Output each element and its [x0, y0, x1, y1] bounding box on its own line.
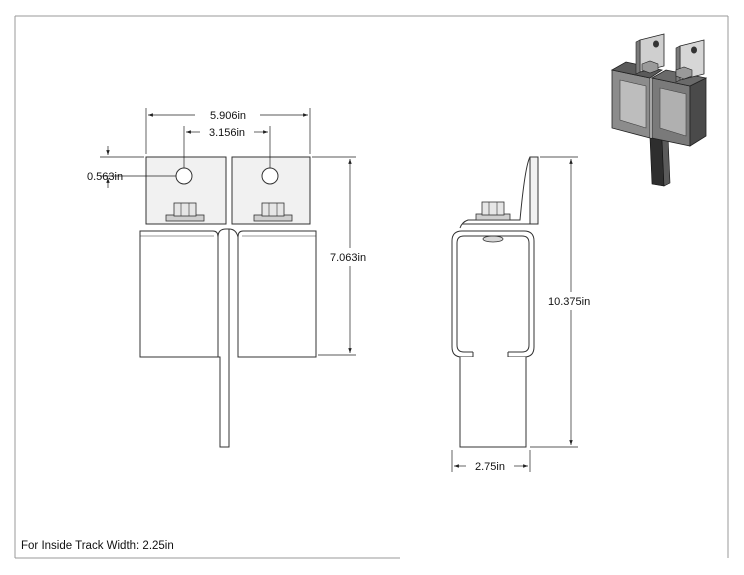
- side-c-track: [451, 230, 535, 358]
- side-angle-plate: [529, 156, 539, 225]
- dimension-hole-offset: 0.563in: [87, 146, 176, 188]
- center-spacing-label: 3.156in: [209, 127, 245, 139]
- side-nut: [475, 201, 511, 221]
- left-mount-hole: [175, 167, 193, 185]
- right-track-body: [237, 230, 317, 358]
- front-height-label: 7.063in: [330, 252, 366, 264]
- isometric-render: [610, 33, 708, 187]
- dimension-side-width: 2.75in: [451, 450, 531, 473]
- left-track-body: [139, 230, 219, 358]
- dimension-front-height: 7.063in: [312, 156, 366, 356]
- dimension-overall-width: 5.906in: [145, 108, 311, 154]
- side-width-label: 2.75in: [475, 461, 505, 473]
- front-view: [139, 156, 317, 448]
- side-hanger-bar: [459, 357, 527, 448]
- side-view: [451, 156, 539, 448]
- dimension-center-spacing: 3.156in: [183, 126, 271, 168]
- sheet-border: [14, 15, 729, 559]
- right-nut: [253, 202, 293, 222]
- dimension-side-height: 10.375in: [530, 156, 590, 448]
- center-stem: [217, 228, 230, 448]
- overall-width-label: 5.906in: [210, 110, 246, 122]
- inside-track-width-note: For Inside Track Width: 2.25in: [21, 540, 174, 552]
- side-height-label: 10.375in: [548, 296, 590, 308]
- right-mount-hole: [261, 167, 279, 185]
- left-nut: [165, 202, 205, 222]
- hole-offset-label: 0.563in: [87, 171, 123, 183]
- side-bolt: [482, 235, 504, 243]
